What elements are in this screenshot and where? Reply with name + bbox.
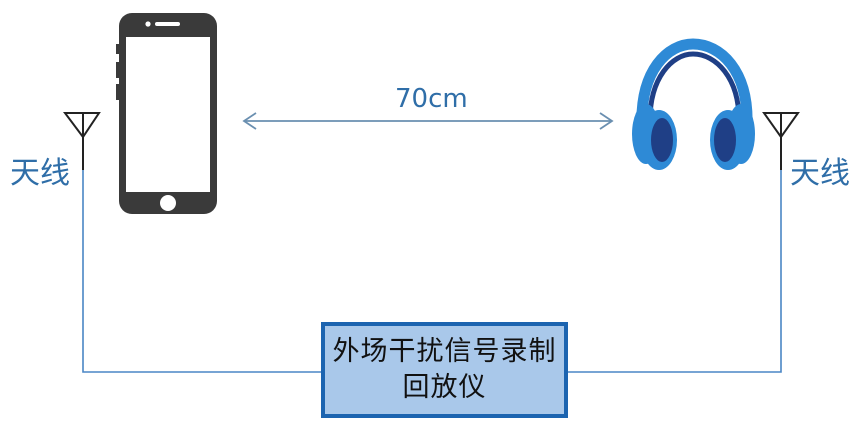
wire-left [82,128,323,373]
smartphone-icon [116,13,217,214]
distance-label: 70cm [395,84,468,114]
device-name-line1: 外场干扰信号录制 [332,336,557,367]
headphones-icon [632,38,755,170]
antenna-right-label: 天线 [790,156,850,191]
antenna-left-label: 天线 [10,156,70,191]
recorder-playback-device-box: 外场干扰信号录制 回放仪 [321,322,568,418]
device-name-line2: 回放仪 [402,372,487,403]
antenna-icon [762,112,800,170]
wire-right [566,128,782,373]
distance-arrow [242,112,614,130]
antenna-icon [63,112,101,170]
